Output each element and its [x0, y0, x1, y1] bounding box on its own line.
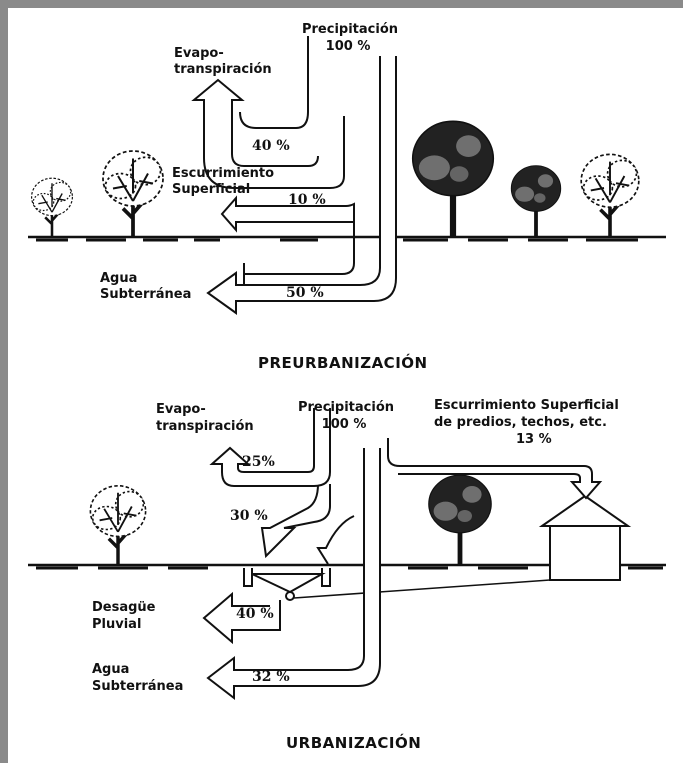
- evapotranspiration-arrow: [191, 78, 345, 189]
- evapo-label-2: transpiración: [174, 62, 272, 77]
- drain-label-2: Pluvial: [92, 617, 142, 632]
- tree-urban-1: [88, 484, 148, 566]
- preurbanization-title: PREURBANIZACIÓN: [258, 354, 428, 372]
- tree-2: [101, 149, 165, 238]
- surface-label-1: Escurrimiento: [172, 166, 275, 181]
- ground-pct: 50 %: [286, 285, 324, 301]
- evapo-pct: 40 %: [252, 138, 290, 154]
- inlet-arrow: [260, 483, 331, 559]
- urban-groundwater-arrow: [206, 448, 381, 701]
- diagram-panel: Precipitación 100 % Evapo- transpiración…: [8, 8, 683, 763]
- infiltration-arrow: [243, 204, 355, 285]
- urban-evapo-label-1: Evapo-: [156, 402, 206, 417]
- tree-4: [509, 163, 563, 238]
- surface-runoff-arrow: [220, 195, 355, 233]
- urban-evapo-label-2: transpiración: [156, 419, 254, 434]
- surface-label-2: Superficial: [172, 182, 251, 197]
- tree-5: [579, 152, 641, 238]
- ground-label-2: Subterránea: [100, 287, 192, 302]
- preurbanization-scene: [28, 36, 666, 315]
- drain-label-1: Desagüe: [92, 600, 156, 615]
- evapo-label-1: Evapo-: [174, 46, 224, 61]
- urban-precip-label: Precipitación: [297, 400, 394, 415]
- roof-label-2: de predios, techos, etc.: [434, 415, 607, 430]
- drain-pct: 40 %: [236, 606, 274, 622]
- tree-urban-2: [429, 475, 491, 564]
- tree-1: [30, 176, 74, 238]
- house-icon: [538, 494, 632, 581]
- urban-ground-pct: 32 %: [252, 669, 290, 685]
- roof-label-1: Escurrimiento Superficial: [434, 398, 619, 413]
- tree-3: [413, 121, 494, 236]
- precip-pct: 100 %: [325, 39, 371, 54]
- urban-ground-label-1: Agua: [92, 662, 130, 677]
- inlet-pct: 30 %: [230, 508, 268, 524]
- storm-drain: [243, 568, 551, 601]
- storm-drain-arrow: [202, 591, 281, 645]
- precip-label: Precipitación: [301, 22, 398, 37]
- groundwater-flow-arrow: [206, 56, 397, 315]
- urban-precip-pct: 100 %: [321, 417, 367, 432]
- urbanization-title: URBANIZACIÓN: [286, 734, 422, 752]
- urban-ground-label-2: Subterránea: [92, 679, 184, 694]
- urbanization-scene: [28, 408, 666, 701]
- water-cycle-diagram: [28, 36, 666, 701]
- urban-evapo-pct: 25%: [242, 454, 275, 470]
- roof-pct: 13 %: [516, 432, 552, 447]
- surface-pct: 10 %: [288, 192, 326, 208]
- urban-evapotranspiration-arrow: [209, 408, 331, 487]
- ground-label-1: Agua: [100, 271, 138, 286]
- roof-runoff-arrow: [387, 438, 603, 500]
